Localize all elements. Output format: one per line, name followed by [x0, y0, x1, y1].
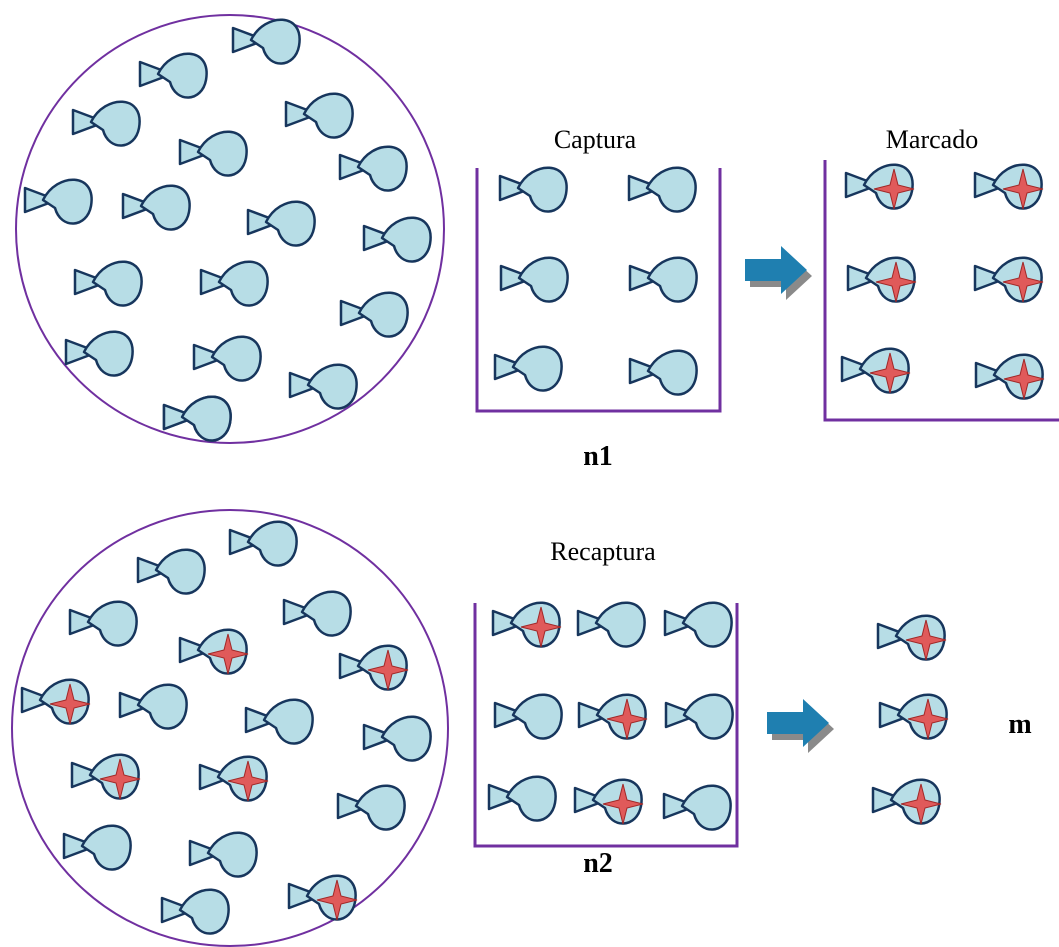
- fish-icon: [663, 601, 733, 648]
- right-arrow-icon: [745, 246, 812, 300]
- fish-icon: [498, 166, 568, 213]
- fish-icon: [188, 831, 258, 878]
- fish-icon: [499, 256, 569, 303]
- fish-icon: [178, 130, 248, 177]
- fish-icon: [228, 520, 298, 567]
- recapture-label: Recaptura: [550, 537, 656, 566]
- fish-icon: [664, 693, 734, 740]
- fish-icon: [118, 683, 188, 730]
- fish-icon: [62, 824, 132, 871]
- capture-fish-group: [493, 166, 698, 396]
- population-circle-top: [15, 14, 445, 444]
- fish-icon: [338, 145, 408, 192]
- fish-icon: [64, 330, 134, 377]
- fish-icon: [662, 784, 732, 831]
- marking-container: [823, 160, 1059, 422]
- fish-icon: [231, 18, 301, 65]
- fish-icon: [627, 166, 697, 213]
- top-population-fish-group: [23, 18, 432, 442]
- fish-icon: [493, 345, 563, 392]
- n1-label: n1: [583, 441, 613, 472]
- fish-icon: [246, 200, 316, 247]
- fish-icon: [138, 52, 208, 99]
- fish-icon: [339, 291, 409, 338]
- fish-icon: [282, 590, 352, 637]
- recapture-fish-group: [487, 601, 734, 831]
- fish-icon: [628, 349, 698, 396]
- bottom-population-fish-group: [20, 520, 432, 935]
- fish-icon: [73, 260, 143, 307]
- fish-icon: [71, 100, 141, 147]
- marked-fish-group: [840, 163, 1045, 400]
- right-arrow-icon: [767, 699, 834, 753]
- m-label: m: [1008, 709, 1031, 740]
- population-circle-bottom: [11, 509, 449, 947]
- fish-icon: [362, 715, 432, 762]
- fish-icon: [68, 600, 138, 647]
- fish-icon: [288, 363, 358, 410]
- m-fish-group: [871, 614, 949, 825]
- fish-icon: [336, 784, 406, 831]
- fish-icon: [487, 775, 557, 822]
- fish-icon: [628, 256, 698, 303]
- n2-label: n2: [583, 848, 613, 879]
- fish-icon: [576, 601, 646, 648]
- fish-icon: [160, 888, 230, 935]
- recapture-container: [473, 603, 739, 848]
- capture-container: [475, 168, 722, 413]
- fish-icon: [244, 698, 314, 745]
- fish-icon: [162, 395, 232, 442]
- marking-label: Marcado: [886, 125, 978, 154]
- fish-icon: [136, 548, 206, 595]
- capture-label: Captura: [554, 125, 637, 154]
- fish-icon: [493, 693, 563, 740]
- fish-icon: [23, 178, 93, 225]
- fish-icon: [192, 335, 262, 382]
- fish-icon: [199, 260, 269, 307]
- fish-icon: [284, 92, 354, 139]
- fish-icon: [362, 216, 432, 263]
- fish-icon: [121, 184, 191, 231]
